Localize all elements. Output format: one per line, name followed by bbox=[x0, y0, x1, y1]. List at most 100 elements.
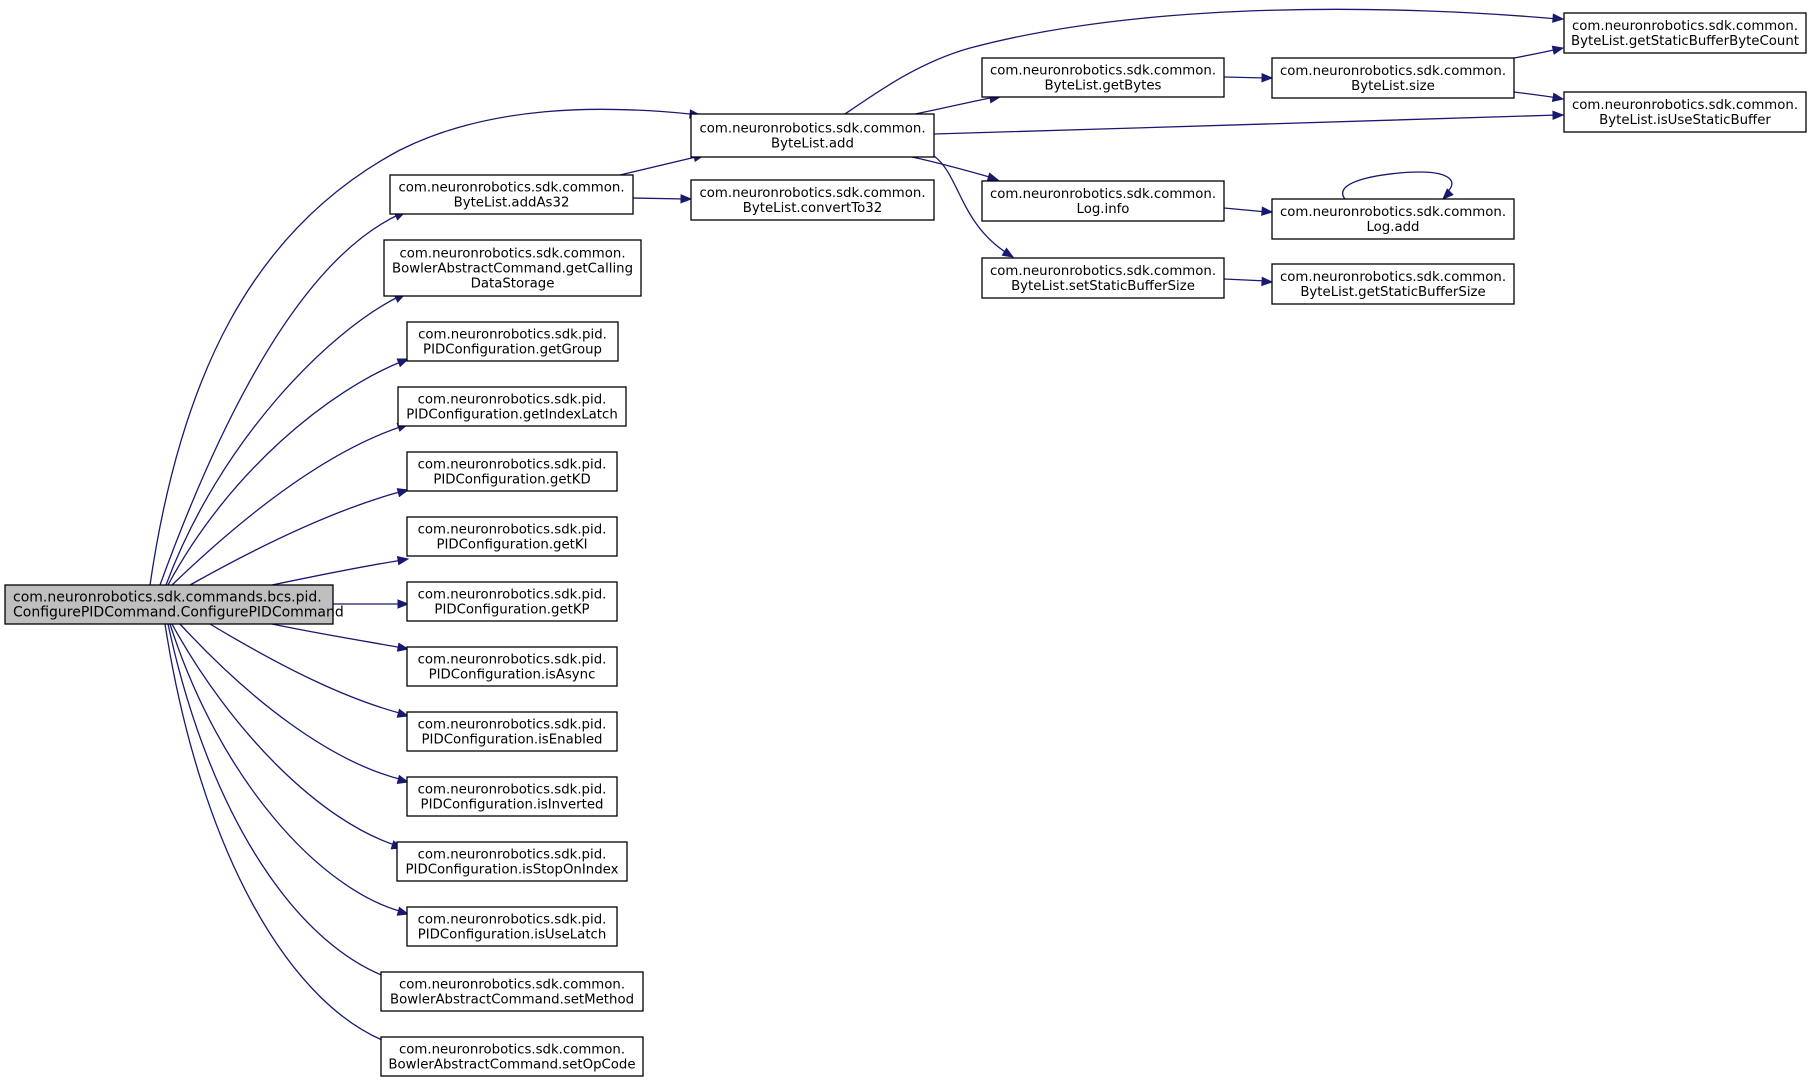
nodes-layer: com.neuronrobotics.sdk.commands.bcs.pid.… bbox=[4, 12, 1807, 1077]
edge-line bbox=[1342, 171, 1453, 200]
node-label-line: BowlerAbstractCommand.setMethod bbox=[390, 993, 634, 1008]
node-logInfo[interactable]: com.neuronrobotics.sdk.common.Log.info bbox=[981, 180, 1225, 222]
node-label-line: ByteList.isUseStaticBuffer bbox=[1599, 113, 1771, 128]
node-label-line: com.neuronrobotics.sdk.common. bbox=[699, 186, 925, 201]
node-label-line: ByteList.setStaticBufferSize bbox=[1011, 279, 1195, 294]
node-label-line: com.neuronrobotics.sdk.pid. bbox=[418, 523, 607, 538]
node-box bbox=[406, 776, 618, 817]
node-box bbox=[406, 581, 618, 622]
edges-layer bbox=[149, 8, 1565, 1049]
edge-line bbox=[189, 490, 404, 586]
node-label-line: com.neuronrobotics.sdk.pid. bbox=[418, 718, 607, 733]
node-setMethod[interactable]: com.neuronrobotics.sdk.common.BowlerAbst… bbox=[380, 971, 644, 1012]
node-box bbox=[981, 257, 1225, 299]
edge-root-to-isAsync bbox=[271, 623, 410, 652]
node-label-line: com.neuronrobotics.sdk.common. bbox=[1572, 19, 1798, 34]
node-label-line: PIDConfiguration.isAsync bbox=[429, 668, 596, 683]
edge-line bbox=[167, 360, 404, 586]
node-logAdd[interactable]: com.neuronrobotics.sdk.common.Log.add bbox=[1271, 198, 1515, 240]
arrowhead-icon bbox=[396, 642, 410, 652]
edge-line bbox=[619, 155, 701, 176]
edge-add-to-setStaticBufferSize bbox=[933, 155, 1015, 258]
node-box bbox=[406, 516, 618, 557]
edge-line bbox=[167, 623, 396, 981]
arrowhead-icon bbox=[396, 774, 410, 784]
node-label-line: com.neuronrobotics.sdk.common. bbox=[398, 181, 624, 196]
arrowhead-icon bbox=[680, 194, 693, 204]
node-box bbox=[406, 646, 618, 687]
edge-root-to-isInverted bbox=[179, 623, 410, 784]
node-label-line: PIDConfiguration.getGroup bbox=[423, 343, 602, 358]
node-isAsync[interactable]: com.neuronrobotics.sdk.pid.PIDConfigurat… bbox=[406, 646, 618, 687]
node-box bbox=[380, 1036, 644, 1077]
edge-add-to-isUseStaticBuffer bbox=[933, 110, 1565, 135]
edge-line bbox=[632, 197, 687, 200]
node-box bbox=[380, 971, 644, 1012]
node-label-line: com.neuronrobotics.sdk.pid. bbox=[418, 588, 607, 603]
node-box bbox=[1271, 263, 1515, 305]
edge-line bbox=[164, 623, 396, 1046]
edge-line bbox=[149, 108, 691, 586]
edge-line bbox=[844, 8, 1559, 115]
node-isEnabled[interactable]: com.neuronrobotics.sdk.pid.PIDConfigurat… bbox=[406, 711, 618, 752]
edge-size-to-isUseStaticBuffer bbox=[1513, 91, 1565, 102]
edge-line bbox=[271, 559, 404, 586]
node-size[interactable]: com.neuronrobotics.sdk.common.ByteList.s… bbox=[1271, 57, 1515, 99]
node-getGroup[interactable]: com.neuronrobotics.sdk.pid.PIDConfigurat… bbox=[406, 321, 619, 362]
edge-logInfo-to-logAdd bbox=[1223, 206, 1274, 216]
edge-setStaticBufferSize-to-getStaticBufferSize bbox=[1223, 276, 1274, 287]
edge-root-to-getKD bbox=[189, 488, 410, 586]
node-root: com.neuronrobotics.sdk.commands.bcs.pid.… bbox=[4, 584, 344, 625]
node-isUseStaticBuffer[interactable]: com.neuronrobotics.sdk.common.ByteList.i… bbox=[1563, 91, 1807, 133]
node-label-line: com.neuronrobotics.sdk.common. bbox=[1280, 270, 1506, 285]
node-getKD[interactable]: com.neuronrobotics.sdk.pid.PIDConfigurat… bbox=[406, 451, 618, 492]
node-setOpCode[interactable]: com.neuronrobotics.sdk.common.BowlerAbst… bbox=[380, 1036, 644, 1077]
arrowhead-icon bbox=[1552, 13, 1565, 23]
node-label-line: ByteList.add bbox=[771, 137, 854, 152]
edge-line bbox=[911, 156, 994, 179]
edge-line bbox=[1223, 278, 1268, 282]
node-label-line: PIDConfiguration.isUseLatch bbox=[418, 928, 607, 943]
node-getStaticBufferSize[interactable]: com.neuronrobotics.sdk.common.ByteList.g… bbox=[1271, 263, 1515, 305]
node-getKP[interactable]: com.neuronrobotics.sdk.pid.PIDConfigurat… bbox=[406, 581, 618, 622]
edge-line bbox=[169, 623, 404, 913]
node-getCallingDataStorage[interactable]: com.neuronrobotics.sdk.common.BowlerAbst… bbox=[383, 239, 642, 297]
node-box bbox=[690, 113, 935, 158]
node-label-line: com.neuronrobotics.sdk.common. bbox=[1280, 64, 1506, 79]
edge-root-to-setOpCode bbox=[164, 623, 401, 1049]
edge-root-to-getGroup bbox=[167, 358, 410, 586]
arrowhead-icon bbox=[396, 708, 410, 718]
arrowhead-icon bbox=[396, 358, 410, 368]
node-getBytes[interactable]: com.neuronrobotics.sdk.common.ByteList.g… bbox=[981, 57, 1225, 98]
node-getKI[interactable]: com.neuronrobotics.sdk.pid.PIDConfigurat… bbox=[406, 516, 618, 557]
node-isUseLatch[interactable]: com.neuronrobotics.sdk.pid.PIDConfigurat… bbox=[406, 906, 618, 947]
arrowhead-icon bbox=[1001, 247, 1015, 258]
node-box bbox=[690, 179, 935, 221]
node-isInverted[interactable]: com.neuronrobotics.sdk.pid.PIDConfigurat… bbox=[406, 776, 618, 817]
edge-root-to-getIndexLatch bbox=[171, 422, 410, 586]
node-convertTo32[interactable]: com.neuronrobotics.sdk.common.ByteList.c… bbox=[690, 179, 935, 221]
edge-logAdd-to-logAdd bbox=[1342, 171, 1454, 200]
node-getStaticBufferByteCount[interactable]: com.neuronrobotics.sdk.common.ByteList.g… bbox=[1563, 12, 1807, 54]
node-addAs32[interactable]: com.neuronrobotics.sdk.common.ByteList.a… bbox=[389, 174, 634, 215]
node-label-line: com.neuronrobotics.sdk.pid. bbox=[418, 328, 607, 343]
arrowhead-icon bbox=[1551, 45, 1565, 55]
node-isStopOnIndex[interactable]: com.neuronrobotics.sdk.pid.PIDConfigurat… bbox=[396, 841, 628, 882]
node-add[interactable]: com.neuronrobotics.sdk.common.ByteList.a… bbox=[690, 113, 935, 158]
node-label-line: com.neuronrobotics.sdk.commands.bcs.pid. bbox=[13, 590, 322, 606]
node-box bbox=[981, 180, 1225, 222]
node-label-line: ByteList.convertTo32 bbox=[743, 201, 882, 216]
node-box bbox=[396, 841, 628, 882]
arrowhead-icon bbox=[396, 555, 410, 566]
edge-line bbox=[171, 623, 399, 847]
node-getIndexLatch[interactable]: com.neuronrobotics.sdk.pid.PIDConfigurat… bbox=[397, 386, 627, 427]
node-label-line: com.neuronrobotics.sdk.pid. bbox=[418, 458, 607, 473]
node-label-line: PIDConfiguration.getKD bbox=[433, 473, 590, 488]
node-label-line: DataStorage bbox=[471, 277, 555, 292]
edge-line bbox=[271, 623, 404, 649]
edge-line bbox=[914, 96, 996, 115]
edge-line bbox=[1223, 207, 1268, 213]
node-label-line: ByteList.getStaticBufferByteCount bbox=[1571, 34, 1799, 49]
node-label-line: com.neuronrobotics.sdk.common. bbox=[1572, 98, 1798, 113]
node-setStaticBufferSize[interactable]: com.neuronrobotics.sdk.common.ByteList.s… bbox=[981, 257, 1225, 299]
